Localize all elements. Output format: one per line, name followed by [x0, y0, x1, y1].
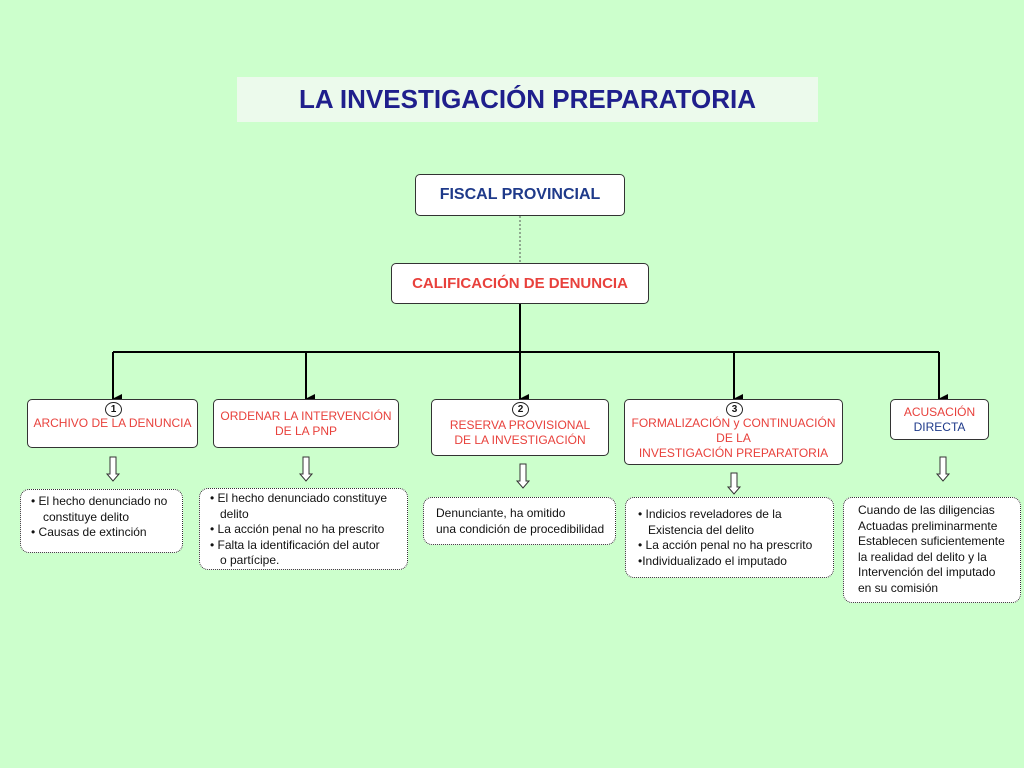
note-line: • Indicios reveladores de la — [638, 507, 782, 521]
badge-2: 2 — [512, 402, 529, 417]
note-line: • La acción penal no ha prescrito — [210, 522, 385, 536]
note-line: Cuando de las diligencias — [858, 503, 995, 517]
down-arrow-icon — [105, 456, 121, 482]
down-arrow-icon — [935, 456, 951, 482]
note-line: constituye delito — [43, 509, 130, 524]
branch-ordenar: ORDENAR LA INTERVENCIÓN DE LA PNP — [213, 399, 399, 448]
branch-formalizacion: FORMALIZACIÓN y CONTINUACIÓN DE LA INVES… — [624, 399, 843, 465]
branch-formalizacion-line1: FORMALIZACIÓN y CONTINUACIÓN — [631, 415, 836, 430]
calificacion-denuncia-node: CALIFICACIÓN DE DENUNCIA — [391, 263, 649, 304]
note-reserva: Denunciante, ha omitido una condición de… — [423, 497, 616, 545]
note-line: • Falta la identificación del autor — [210, 537, 380, 552]
branch-formalizacion-line3: INVESTIGACIÓN PREPARATORIA — [638, 445, 829, 460]
page-title: LA INVESTIGACIÓN PREPARATORIA — [237, 77, 818, 122]
note-line: Establecen suficientemente — [858, 534, 1005, 548]
branch-acusacion-line2: DIRECTA — [913, 419, 966, 434]
note-line: •Individualizado el imputado — [638, 553, 787, 568]
note-line: Intervención del imputado — [858, 565, 996, 579]
note-line: Denunciante, ha omitido — [436, 506, 566, 520]
note-line: • La acción penal no ha prescrito — [638, 538, 813, 552]
down-arrow-icon — [298, 456, 314, 482]
branch-formalizacion-line2: DE LA — [716, 430, 751, 445]
note-line: o partícipe. — [220, 553, 280, 567]
down-arrow-icon — [726, 472, 742, 495]
down-arrow-icon — [515, 463, 531, 489]
branch-acusacion-line1: ACUSACIÓN — [903, 404, 976, 419]
note-line: • Causas de extinción — [31, 525, 147, 539]
note-acusacion: Cuando de las diligencias Actuadas preli… — [843, 497, 1021, 603]
note-line: una condición de procedibilidad — [436, 521, 605, 536]
note-ordenar: • El hecho denunciado constituye delito … — [199, 488, 408, 570]
badge-1: 1 — [105, 402, 122, 417]
note-line: Existencia del delito — [648, 522, 755, 537]
note-line: Actuadas preliminarmente — [858, 518, 998, 533]
note-line: • El hecho denunciado constituye — [210, 491, 387, 505]
branch-archivo-label: ARCHIVO DE LA DENUNCIA — [33, 416, 192, 430]
note-line: en su comisión — [858, 580, 939, 595]
branch-ordenar-line1: ORDENAR LA INTERVENCIÓN — [220, 408, 392, 423]
fiscal-provincial-node: FISCAL PROVINCIAL — [415, 174, 625, 216]
note-line: delito — [220, 506, 249, 521]
branch-reserva-line1: RESERVA PROVISIONAL — [449, 417, 591, 432]
note-line: • El hecho denunciado no — [31, 494, 168, 508]
branch-reserva-line2: DE LA INVESTIGACIÓN — [454, 432, 586, 447]
note-formalizacion: • Indicios reveladores de la Existencia … — [625, 497, 834, 578]
note-archivo: • El hecho denunciado no constituye deli… — [20, 489, 183, 553]
branch-acusacion: ACUSACIÓN DIRECTA — [890, 399, 989, 440]
branch-ordenar-line2: DE LA PNP — [274, 423, 338, 438]
note-line: la realidad del delito y la — [858, 549, 987, 564]
badge-3: 3 — [726, 402, 743, 417]
